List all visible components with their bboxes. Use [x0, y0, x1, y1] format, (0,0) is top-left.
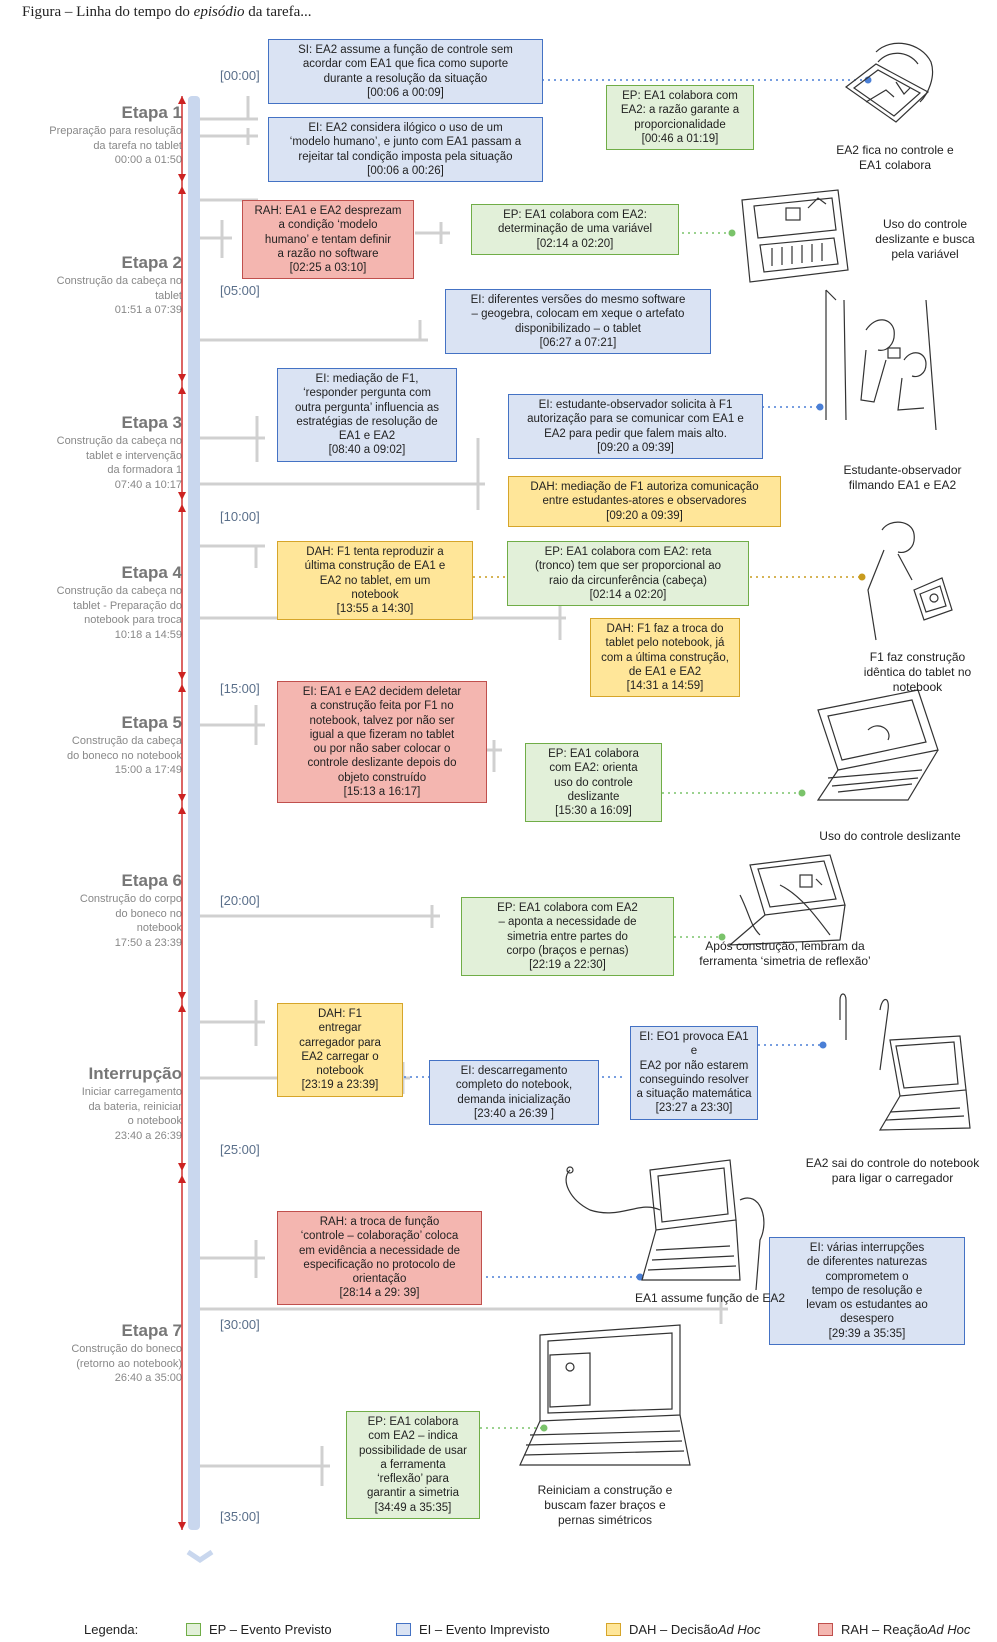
stage-2: Etapa 2 Construção da cabeça no tablet 0… — [56, 253, 182, 316]
legend-swatch — [818, 1623, 833, 1636]
stage-5: Etapa 5 Construção da cabeça do boneco n… — [67, 713, 182, 776]
sketch-slider-use — [816, 689, 939, 801]
stage-name: Etapa 7 — [121, 1321, 182, 1340]
stage-name: Interrupção — [88, 1064, 182, 1083]
event-box-6: EI: mediação de F1,‘responder pergunta c… — [277, 368, 457, 462]
timeline-bar — [188, 96, 200, 1530]
sketch-restart — [519, 1324, 691, 1466]
stage-7: Etapa 7 Construção do boneco (retorno ao… — [71, 1321, 182, 1384]
legend-item-rah: RAH – Reação Ad Hoc — [818, 1622, 970, 1637]
sketch-charger — [839, 993, 971, 1131]
stage-interruption: Interrupção Iniciar carregamento da bate… — [81, 1064, 182, 1142]
event-box-8: DAH: mediação de F1 autoriza comunicação… — [508, 476, 781, 527]
time-marker: [30:00] — [220, 1317, 260, 1332]
stage-6: Etapa 6 Construção do corpo do boneco no… — [79, 871, 182, 949]
time-marker: [10:00] — [220, 509, 260, 524]
event-box-1: EI: EA2 considera ilógico o uso de um‘mo… — [268, 117, 543, 183]
time-marker: [05:00] — [220, 283, 260, 298]
sketch-observer — [825, 289, 937, 431]
branch-connectors — [200, 96, 728, 1486]
stage-name: Etapa 3 — [121, 413, 182, 432]
stage-name: Etapa 2 — [121, 253, 182, 272]
illustration-caption: EA1 assume função de EA2 — [634, 1291, 786, 1305]
stage-3: Etapa 3 Construção da cabeça no tablet e… — [56, 413, 182, 491]
legend-swatch — [396, 1623, 411, 1636]
sketch-ea2-control — [844, 42, 934, 123]
timeline-end-chevron — [186, 1549, 214, 1564]
event-box-5: EI: diferentes versões do mesmo software… — [445, 289, 711, 355]
sketch-ea1-role — [565, 1159, 765, 1291]
legend-item-ep: EP – Evento Previsto — [186, 1622, 332, 1637]
time-marker: [00:00] — [220, 68, 260, 83]
stage-1: Etapa 1 Preparação para resolução da tar… — [49, 103, 182, 166]
sketch-illustrations — [519, 42, 971, 1466]
legend-swatch — [186, 1623, 201, 1636]
legend-label: Legenda: — [84, 1622, 139, 1637]
illustration-caption: Uso do controle deslizante — [819, 829, 961, 843]
time-marker: [15:00] — [220, 681, 260, 696]
stage-name: Etapa 1 — [121, 103, 182, 122]
event-box-14: EP: EA1 colabora com EA2– aponta a neces… — [461, 897, 674, 977]
legend-item-ei: EI – Evento Imprevisto — [396, 1622, 550, 1637]
stage-name: Etapa 4 — [121, 563, 182, 582]
time-marker: [20:00] — [220, 893, 260, 908]
event-box-4: EP: EA1 colabora com EA2:determinação de… — [471, 204, 679, 255]
stage-name: Etapa 5 — [121, 713, 182, 732]
event-box-18: RAH: a troca de função‘controle – colabo… — [277, 1211, 482, 1305]
legend-item-dah: DAH – Decisão Ad Hoc — [606, 1622, 761, 1637]
time-marker: [25:00] — [220, 1142, 260, 1157]
figure-title: Figura – Linha do tempo do episódio da t… — [22, 4, 312, 20]
sketch-slider — [741, 189, 849, 283]
stage-markers — [178, 96, 186, 1530]
stage-name: Etapa 6 — [121, 871, 182, 890]
time-marker: [35:00] — [220, 1509, 260, 1524]
legend-swatch — [606, 1623, 621, 1636]
stage-4: Etapa 4 Construção da cabeça no tablet -… — [56, 563, 182, 641]
event-box-10: EP: EA1 colabora com EA2: reta(tronco) t… — [507, 541, 749, 607]
sketch-f1 — [867, 521, 953, 641]
sketch-symmetry — [728, 854, 846, 946]
